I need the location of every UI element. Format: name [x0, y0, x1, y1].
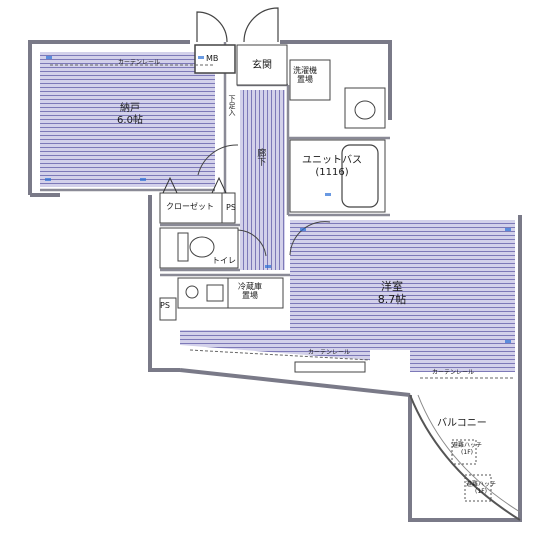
toilet-label: トイレ [212, 256, 236, 265]
kitchen-ps-label: PS [160, 301, 170, 310]
blue-mark [265, 265, 271, 268]
toilet-door-arc [237, 229, 267, 257]
evac-hatch-upper [451, 439, 477, 465]
blue-mark [45, 178, 51, 181]
storage-room-label: 納戸 6.0帖 [117, 103, 143, 126]
blue-mark [505, 340, 511, 343]
door-entrance-arc [243, 7, 279, 43]
evac-hatch-label: 避難ハッチ (1F) [452, 442, 483, 456]
corridor-floor [240, 90, 285, 270]
curtain-rail-top-label: カーテンレール [118, 59, 161, 66]
mb-label: MB [206, 54, 219, 63]
evac-hatch2-label: 避難ハッチ (1F) [466, 481, 497, 495]
toilet-bowl [189, 236, 215, 258]
closet-door-right [211, 176, 227, 194]
blue-mark [140, 178, 146, 181]
blue-mark [46, 56, 52, 59]
fridge-space [227, 277, 284, 309]
storage-door-arc [197, 144, 239, 176]
kitchen-ps [159, 297, 177, 321]
bath-label: ユニットバス (1116) [302, 155, 362, 178]
stove-burner [185, 285, 199, 299]
window-bottom [294, 361, 366, 373]
curtain-rail-bottom-label: カーテンレール [432, 369, 475, 376]
balcony-wall [408, 375, 522, 522]
evac-hatch-lower [464, 474, 492, 502]
closet-ps-label: PS [226, 203, 236, 212]
laundry-label: 洗濯機 置場 [293, 66, 317, 85]
closet-label: クローゼット [166, 202, 214, 211]
fridge-label: 冷蔵庫 置場 [238, 282, 262, 301]
curtain-rail-mid-line [189, 349, 371, 361]
blue-mark [325, 193, 331, 196]
blue-mark [505, 228, 511, 231]
closet-door-left [162, 176, 178, 194]
door-mb-arc [196, 11, 228, 43]
blue-mark [198, 56, 204, 59]
western-room-size: 8.7帖 [377, 292, 407, 306]
entrance-label: 玄関 [252, 60, 272, 71]
blue-mark [300, 228, 306, 231]
washbasin-bowl [354, 100, 376, 120]
toilet-tank [177, 232, 189, 262]
curtain-rail-mid-label: カーテンレール [308, 349, 351, 356]
mb-box [194, 44, 236, 74]
laundry-area [289, 59, 331, 101]
outer-wall-bottom [179, 368, 411, 397]
balcony-curve-inner [417, 394, 521, 513]
entrance-area [236, 44, 288, 86]
outer-wall-top-right [280, 40, 392, 120]
western-room-label: 洋室 8.7帖 [377, 280, 407, 306]
corridor-label: 廊下 [255, 148, 266, 166]
outer-wall-left-lower [148, 195, 180, 372]
bathtub [341, 144, 379, 208]
storage-room-name: 納戸 [120, 103, 140, 114]
storage-room-floor [40, 52, 215, 187]
kitchen-sink [206, 284, 224, 302]
balcony-label: バルコニー [437, 418, 487, 429]
shoebox-label: 下足入 [228, 95, 237, 116]
outer-wall-top-left [28, 40, 190, 195]
storage-room-size: 6.0帖 [117, 114, 143, 126]
western-room-floor [180, 220, 515, 372]
western-room-name: 洋室 [381, 280, 403, 293]
